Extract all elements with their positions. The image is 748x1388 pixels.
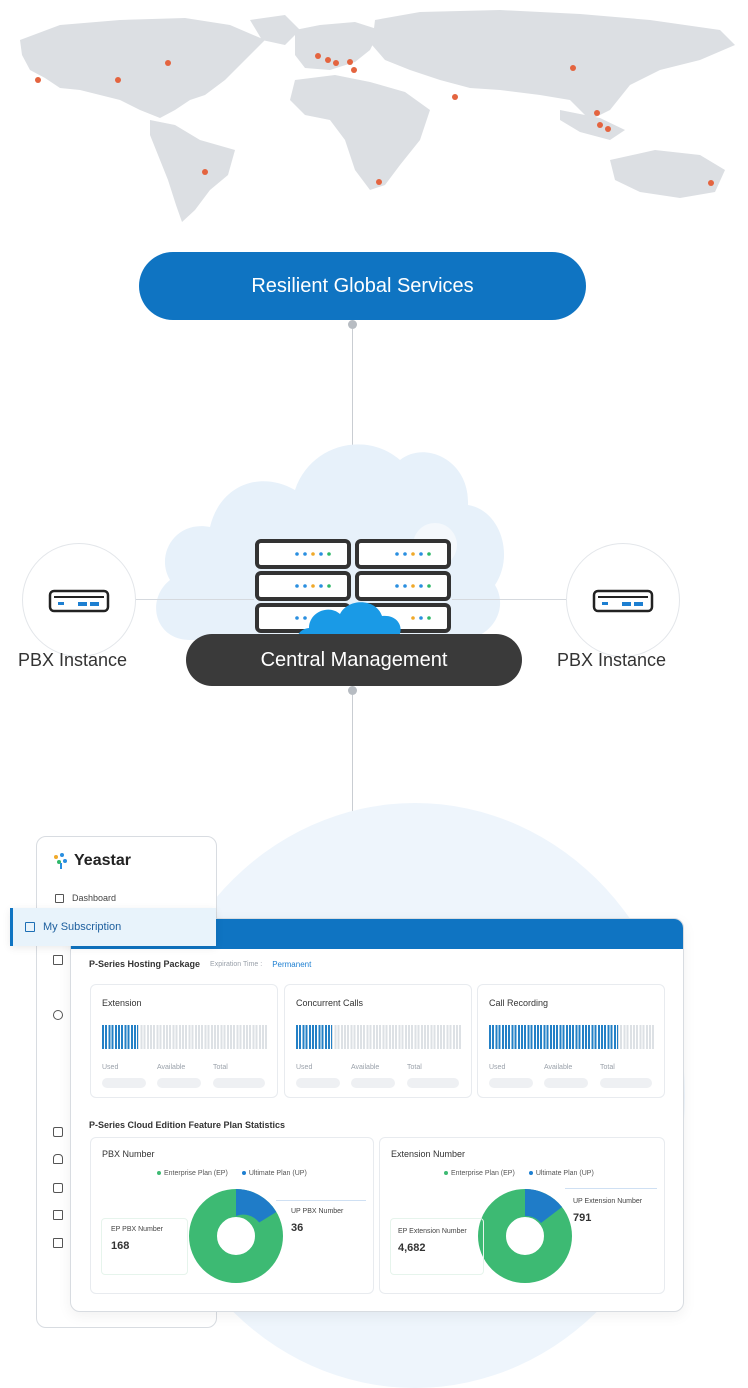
up-label: UP PBX Number <box>291 1208 344 1215</box>
package-title: P-Series Hosting Package <box>89 959 201 969</box>
pbx-node-left <box>22 543 136 657</box>
central-management-pill: Central Management <box>186 634 522 686</box>
connector-line-left <box>134 599 254 600</box>
package-header: P-Series Hosting Package Expiration Time… <box>89 959 311 969</box>
donut-up-segment <box>236 1189 277 1223</box>
server-icon[interactable] <box>53 955 63 965</box>
legend-ep: Enterprise Plan (EP) <box>444 1170 515 1177</box>
available-label: Available <box>157 1064 186 1071</box>
connector-dot-top <box>348 320 357 329</box>
server-rack-icon <box>255 539 451 654</box>
subscription-icon <box>25 922 35 932</box>
yeastar-logo-icon <box>54 853 67 869</box>
total-value-placeholder <box>407 1078 459 1088</box>
chart-legend: Enterprise Plan (EP) Ultimate Plan (UP) <box>444 1170 594 1177</box>
legend-ep-label: Enterprise Plan (EP) <box>164 1170 228 1177</box>
nav-dashboard[interactable]: Dashboard <box>55 893 116 903</box>
top-pill-label: Resilient Global Services <box>251 274 474 297</box>
connector-line-right <box>452 599 567 600</box>
ep-label: EP Extension Number <box>398 1228 467 1235</box>
total-label: Total <box>407 1064 422 1071</box>
message-icon[interactable] <box>53 1183 63 1193</box>
resource-title: Call Recording <box>489 998 549 1008</box>
usage-bar <box>489 1025 654 1049</box>
stat-title: Extension Number <box>391 1149 466 1159</box>
ep-label: EP PBX Number <box>111 1226 164 1233</box>
nav-subscription-label: My Subscription <box>43 921 122 933</box>
expiration-value: Permanent <box>272 959 312 969</box>
legend-up: Ultimate Plan (UP) <box>241 1170 307 1177</box>
main-window: P-Series Hosting Package Expiration Time… <box>70 918 684 1312</box>
resource-card-extension: Extension Used Available Total <box>90 984 278 1098</box>
pbx-instance-right-label: PBX Instance <box>557 650 667 670</box>
usage-bar-fill <box>489 1025 618 1049</box>
used-value-placeholder <box>296 1078 340 1088</box>
usage-bar-fill <box>296 1025 333 1049</box>
donut-up-segment <box>525 1189 562 1223</box>
resource-title: Concurrent Calls <box>296 998 364 1008</box>
up-value: 36 <box>291 1222 304 1234</box>
usage-bar-fill <box>102 1025 139 1049</box>
stat-card-extension-number: Extension Number Enterprise Plan (EP) Ul… <box>379 1137 665 1294</box>
ep-callout <box>390 1218 484 1275</box>
up-callout <box>276 1200 366 1201</box>
used-label: Used <box>489 1064 506 1071</box>
available-value-placeholder <box>157 1078 201 1088</box>
resource-card-concurrent-calls: Concurrent Calls Used Available Total <box>284 984 472 1098</box>
donut-chart <box>189 1189 283 1283</box>
world-map <box>20 10 735 222</box>
logo-text: Yeastar <box>74 852 131 869</box>
usage-bar <box>296 1025 461 1049</box>
pbx-device-icon <box>48 589 110 613</box>
legend-ep: Enterprise Plan (EP) <box>157 1170 228 1177</box>
usage-bar <box>102 1025 267 1049</box>
dashboard-icon <box>55 893 64 903</box>
stats-title: P-Series Cloud Edition Feature Plan Stat… <box>89 1120 286 1130</box>
nav-dashboard-label: Dashboard <box>72 893 117 903</box>
used-value-placeholder <box>489 1078 533 1088</box>
stat-card-pbx-number: PBX Number Enterprise Plan (EP) Ultimate… <box>90 1137 374 1294</box>
available-value-placeholder <box>544 1078 588 1088</box>
nav-my-subscription[interactable]: My Subscription <box>10 908 216 946</box>
available-label: Available <box>351 1064 380 1071</box>
resource-card-call-recording: Call Recording Used Available Total <box>477 984 665 1098</box>
used-value-placeholder <box>102 1078 146 1088</box>
pbx-node-right <box>566 543 680 657</box>
up-callout <box>565 1188 657 1189</box>
legend-up-label: Ultimate Plan (UP) <box>535 1170 594 1177</box>
available-label: Available <box>544 1064 573 1071</box>
donut-chart <box>478 1189 572 1283</box>
resource-title: Extension <box>102 998 142 1008</box>
legend-ep-label: Enterprise Plan (EP) <box>451 1170 515 1177</box>
alert-icon[interactable] <box>53 1010 63 1020</box>
pbx-instance-left-label: PBX Instance <box>18 650 128 670</box>
ep-value: 168 <box>111 1240 130 1252</box>
legend-up: Ultimate Plan (UP) <box>528 1170 594 1177</box>
used-label: Used <box>296 1064 313 1071</box>
yeastar-logo: Yeastar <box>52 852 131 870</box>
storage-icon[interactable] <box>53 1238 63 1248</box>
expiration-label: Expiration Time : <box>210 960 263 968</box>
bell-icon[interactable] <box>53 1154 63 1164</box>
ep-callout <box>101 1218 188 1275</box>
total-label: Total <box>213 1064 228 1071</box>
up-value: 791 <box>573 1212 592 1224</box>
available-value-placeholder <box>351 1078 395 1088</box>
used-label: Used <box>102 1064 119 1071</box>
users-icon[interactable] <box>53 1127 63 1137</box>
connector-dot-bottom <box>348 686 357 695</box>
pbx-device-icon <box>592 589 654 613</box>
legend-up-label: Ultimate Plan (UP) <box>248 1170 307 1177</box>
up-label: UP Extension Number <box>573 1198 643 1205</box>
ep-value: 4,682 <box>398 1242 426 1254</box>
center-pill-label: Central Management <box>260 648 448 671</box>
resilient-global-services-pill: Resilient Global Services <box>139 252 586 320</box>
total-value-placeholder <box>213 1078 265 1088</box>
stat-title: PBX Number <box>102 1149 155 1159</box>
calendar-icon[interactable] <box>53 1210 63 1220</box>
total-value-placeholder <box>600 1078 652 1088</box>
total-label: Total <box>600 1064 615 1071</box>
chart-legend: Enterprise Plan (EP) Ultimate Plan (UP) <box>157 1170 307 1177</box>
